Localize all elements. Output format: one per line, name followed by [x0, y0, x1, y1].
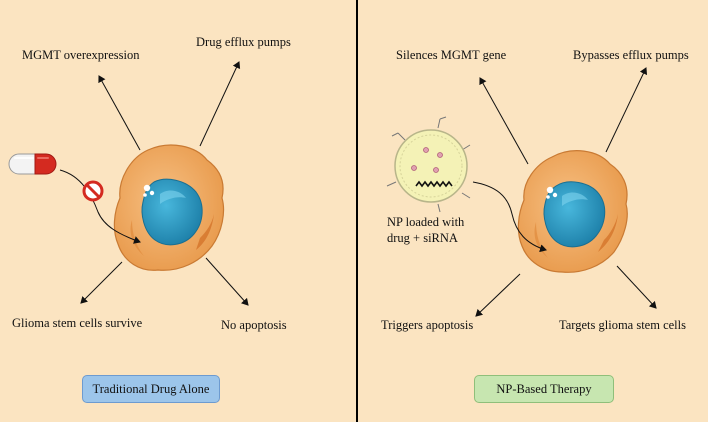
arrow-right-efflux: [605, 67, 648, 153]
arrow-right-stem: [616, 265, 657, 309]
label-np-line2: drug + siRNA: [387, 231, 458, 245]
arrow-left-stem: [80, 261, 123, 304]
label-triggers-apoptosis: Triggers apoptosis: [381, 318, 474, 332]
arrow-right-apoptosis: [475, 273, 521, 317]
arrow-right-mgmt: [479, 77, 529, 165]
label-np-line1: NP loaded with: [387, 215, 465, 229]
sirna-strand: [415, 180, 453, 188]
label-silences-mgmt-gene: Silences MGMT gene: [396, 48, 507, 62]
arrow-left-mgmt: [98, 75, 141, 151]
left-nucleus: [141, 178, 203, 246]
arrow-left-apoptosis: [205, 257, 249, 306]
badge-np-based-therapy: NP-Based Therapy: [474, 375, 614, 403]
arrow-pill-to-cell: [59, 169, 141, 244]
badge-traditional-drug-alone: Traditional Drug Alone: [82, 375, 220, 403]
label-no-apoptosis: No apoptosis: [221, 318, 287, 332]
left-cancer-cell: [113, 144, 225, 271]
right-cancer-cell: [517, 150, 628, 273]
nanoparticle-icon: [386, 116, 471, 213]
right-nucleus: [543, 181, 606, 248]
label-bypasses-efflux-pumps: Bypasses efflux pumps: [573, 48, 689, 62]
label-targets-glioma-stem-cells: Targets glioma stem cells: [559, 318, 686, 332]
drug-pill-icon: [8, 153, 57, 175]
label-glioma-stem-cells-survive: Glioma stem cells survive: [12, 316, 143, 330]
label-drug-efflux-pumps: Drug efflux pumps: [196, 35, 291, 49]
arrow-left-efflux: [199, 61, 241, 147]
no-entry-icon: [82, 180, 104, 202]
label-mgmt-overexpression: MGMT overexpression: [22, 48, 140, 62]
arrow-np-to-cell: [472, 181, 547, 253]
